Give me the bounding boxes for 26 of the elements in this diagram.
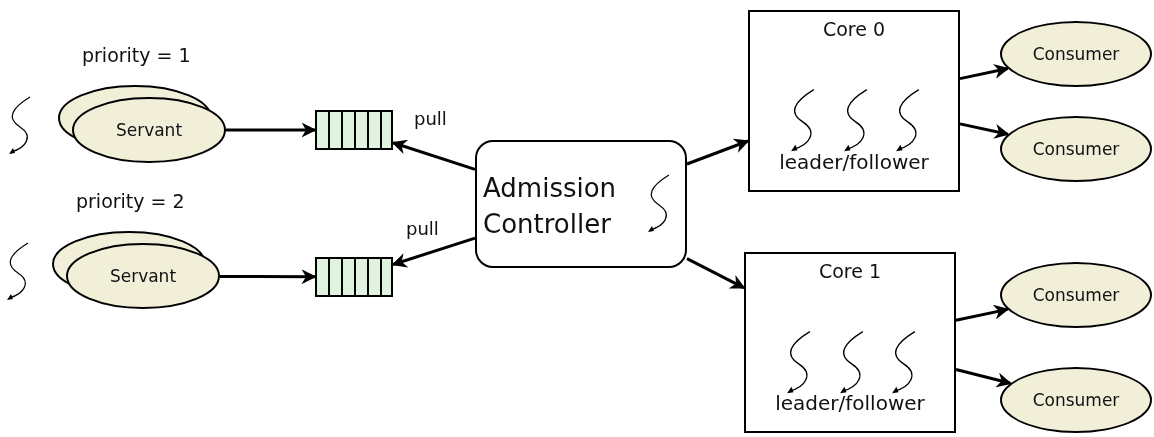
consumer-ellipse: Consumer	[1000, 262, 1152, 328]
core-title: Core 1	[817, 260, 883, 282]
core-caption: leader/follower	[778, 150, 930, 174]
arrow	[959, 122, 1010, 139]
arrow	[220, 269, 317, 285]
consumer-ellipse: Consumer	[1000, 21, 1152, 87]
arrow	[955, 304, 1010, 322]
core-title: Core 0	[821, 18, 887, 40]
arrow	[686, 138, 750, 166]
queue-box	[315, 257, 393, 297]
priority-label: priority = 2	[76, 190, 185, 212]
queue-box	[315, 110, 393, 150]
consumer-ellipse: Consumer	[1000, 367, 1152, 433]
arrow	[686, 257, 746, 290]
controller-box	[475, 140, 687, 268]
priority-label: priority = 1	[82, 44, 191, 66]
core-box	[748, 10, 960, 192]
edge-label: pull	[404, 218, 441, 239]
core-caption: leader/follower	[774, 391, 926, 415]
arrow	[226, 122, 317, 138]
arrow	[959, 63, 1010, 81]
controller-label: Admission Controller	[483, 172, 618, 241]
edge-label: pull	[412, 108, 449, 129]
arrow	[955, 368, 1012, 388]
core-box	[744, 252, 956, 433]
consumer-ellipse: Consumer	[1000, 116, 1152, 182]
